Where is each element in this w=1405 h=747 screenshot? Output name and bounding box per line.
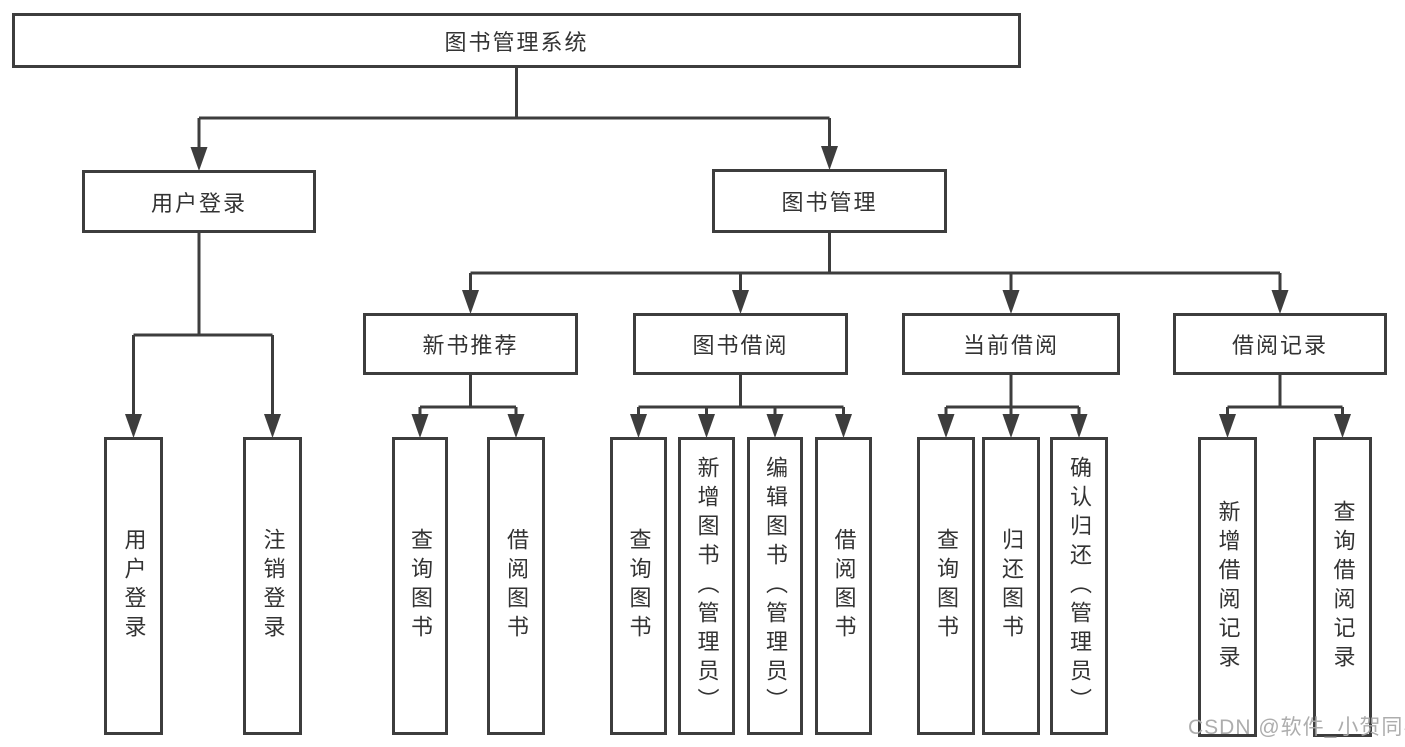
node-user-login-module: 用户登录 (82, 170, 316, 233)
node-label: 查询借阅记录 (1330, 500, 1356, 674)
watermark: CSDN @软件_小贺同学 (1188, 716, 1405, 739)
node-label: 查询图书 (626, 528, 652, 644)
node-label: 用户登录 (121, 528, 147, 644)
node-add-borrow-record: 新增借阅记录 (1198, 437, 1257, 737)
node-label: 新增图书（管理员） (694, 455, 720, 717)
node-add-book-admin: 新增图书（管理员） (678, 437, 735, 735)
node-query-book-current: 查询图书 (917, 437, 975, 735)
node-label: 查询图书 (934, 528, 959, 644)
node-user-logout: 注销登录 (243, 437, 302, 735)
node-borrow-book-borrow: 借阅图书 (815, 437, 872, 735)
node-label: 借阅图书 (831, 528, 857, 644)
node-query-book-borrow: 查询图书 (610, 437, 667, 735)
node-label: 借阅图书 (504, 528, 529, 644)
node-label: 图书借阅 (692, 333, 789, 358)
node-label: 归还图书 (999, 528, 1024, 644)
node-root: 图书管理系统 (12, 13, 1021, 68)
node-label: 确认归还（管理员） (1067, 455, 1092, 717)
node-borrow-book-rec: 借阅图书 (487, 437, 545, 735)
node-query-book-rec: 查询图书 (392, 437, 448, 735)
node-query-borrow-record: 查询借阅记录 (1313, 437, 1372, 737)
node-label: 图书管理 (781, 190, 878, 215)
node-book-mgmt-module: 图书管理 (712, 169, 947, 233)
node-label: 当前借阅 (962, 333, 1059, 358)
node-user-login: 用户登录 (104, 437, 163, 735)
node-label: 注销登录 (260, 528, 286, 644)
node-current-borrow: 当前借阅 (902, 313, 1120, 375)
node-label: 查询图书 (408, 528, 433, 644)
node-return-book: 归还图书 (982, 437, 1040, 735)
node-new-book-rec: 新书推荐 (363, 313, 578, 375)
node-label: 新增借阅记录 (1215, 500, 1241, 674)
node-borrow-records: 借阅记录 (1173, 313, 1387, 375)
node-confirm-return-admin: 确认归还（管理员） (1050, 437, 1108, 735)
node-label: 借阅记录 (1231, 333, 1328, 358)
node-label: 新书推荐 (422, 333, 519, 358)
node-label: 编辑图书（管理员） (763, 455, 788, 717)
node-label: 图书管理系统 (444, 29, 589, 55)
node-edit-book-admin: 编辑图书（管理员） (747, 437, 803, 735)
node-label: 用户登录 (150, 190, 247, 216)
node-book-borrow: 图书借阅 (633, 313, 848, 375)
